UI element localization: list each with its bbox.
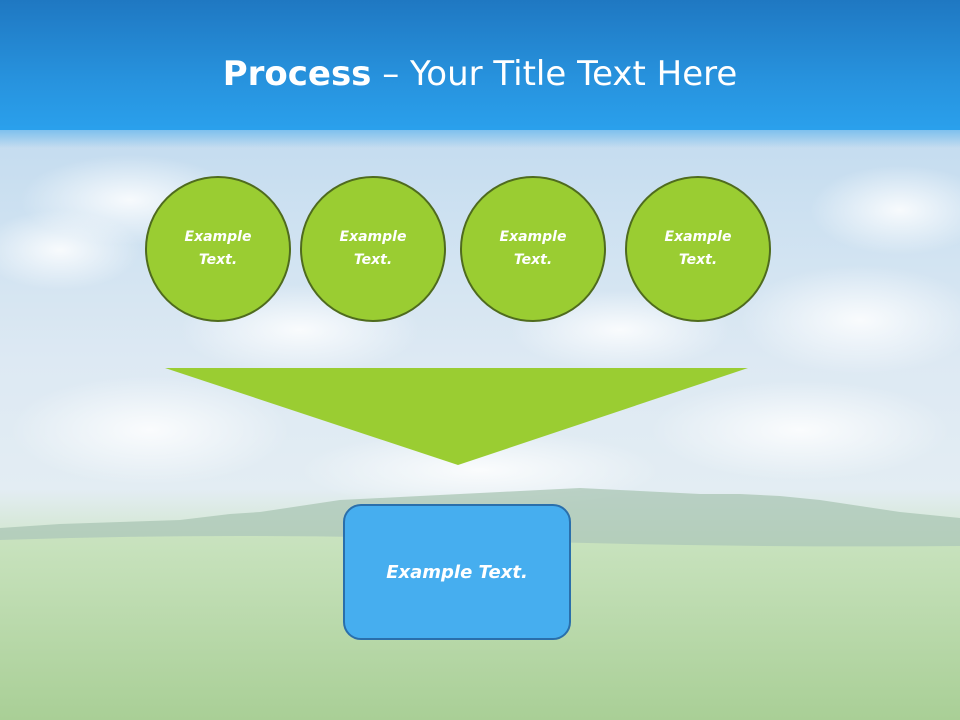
step-1-line-2: Text. <box>198 252 238 268</box>
slide-title: Process – Your Title Text Here <box>0 52 960 96</box>
step-1-line-1: Example <box>184 229 252 245</box>
funnel-arrow <box>165 368 748 465</box>
step-4-line-2: Text. <box>678 252 718 268</box>
step-3-line-1: Example <box>499 229 567 245</box>
title-bar <box>0 0 960 130</box>
title-rest: – Your Title Text Here <box>371 54 738 94</box>
result-box: Example Text. <box>343 504 571 640</box>
clouds <box>0 155 960 510</box>
step-2-line-1: Example <box>339 229 407 245</box>
step-3-line-2: Text. <box>513 252 553 268</box>
title-bold: Process <box>222 54 372 94</box>
result-label: Example Text. <box>386 561 528 583</box>
step-2-line-2: Text. <box>353 252 393 268</box>
step-4-line-1: Example <box>664 229 732 245</box>
title-bar-fade <box>0 126 960 148</box>
